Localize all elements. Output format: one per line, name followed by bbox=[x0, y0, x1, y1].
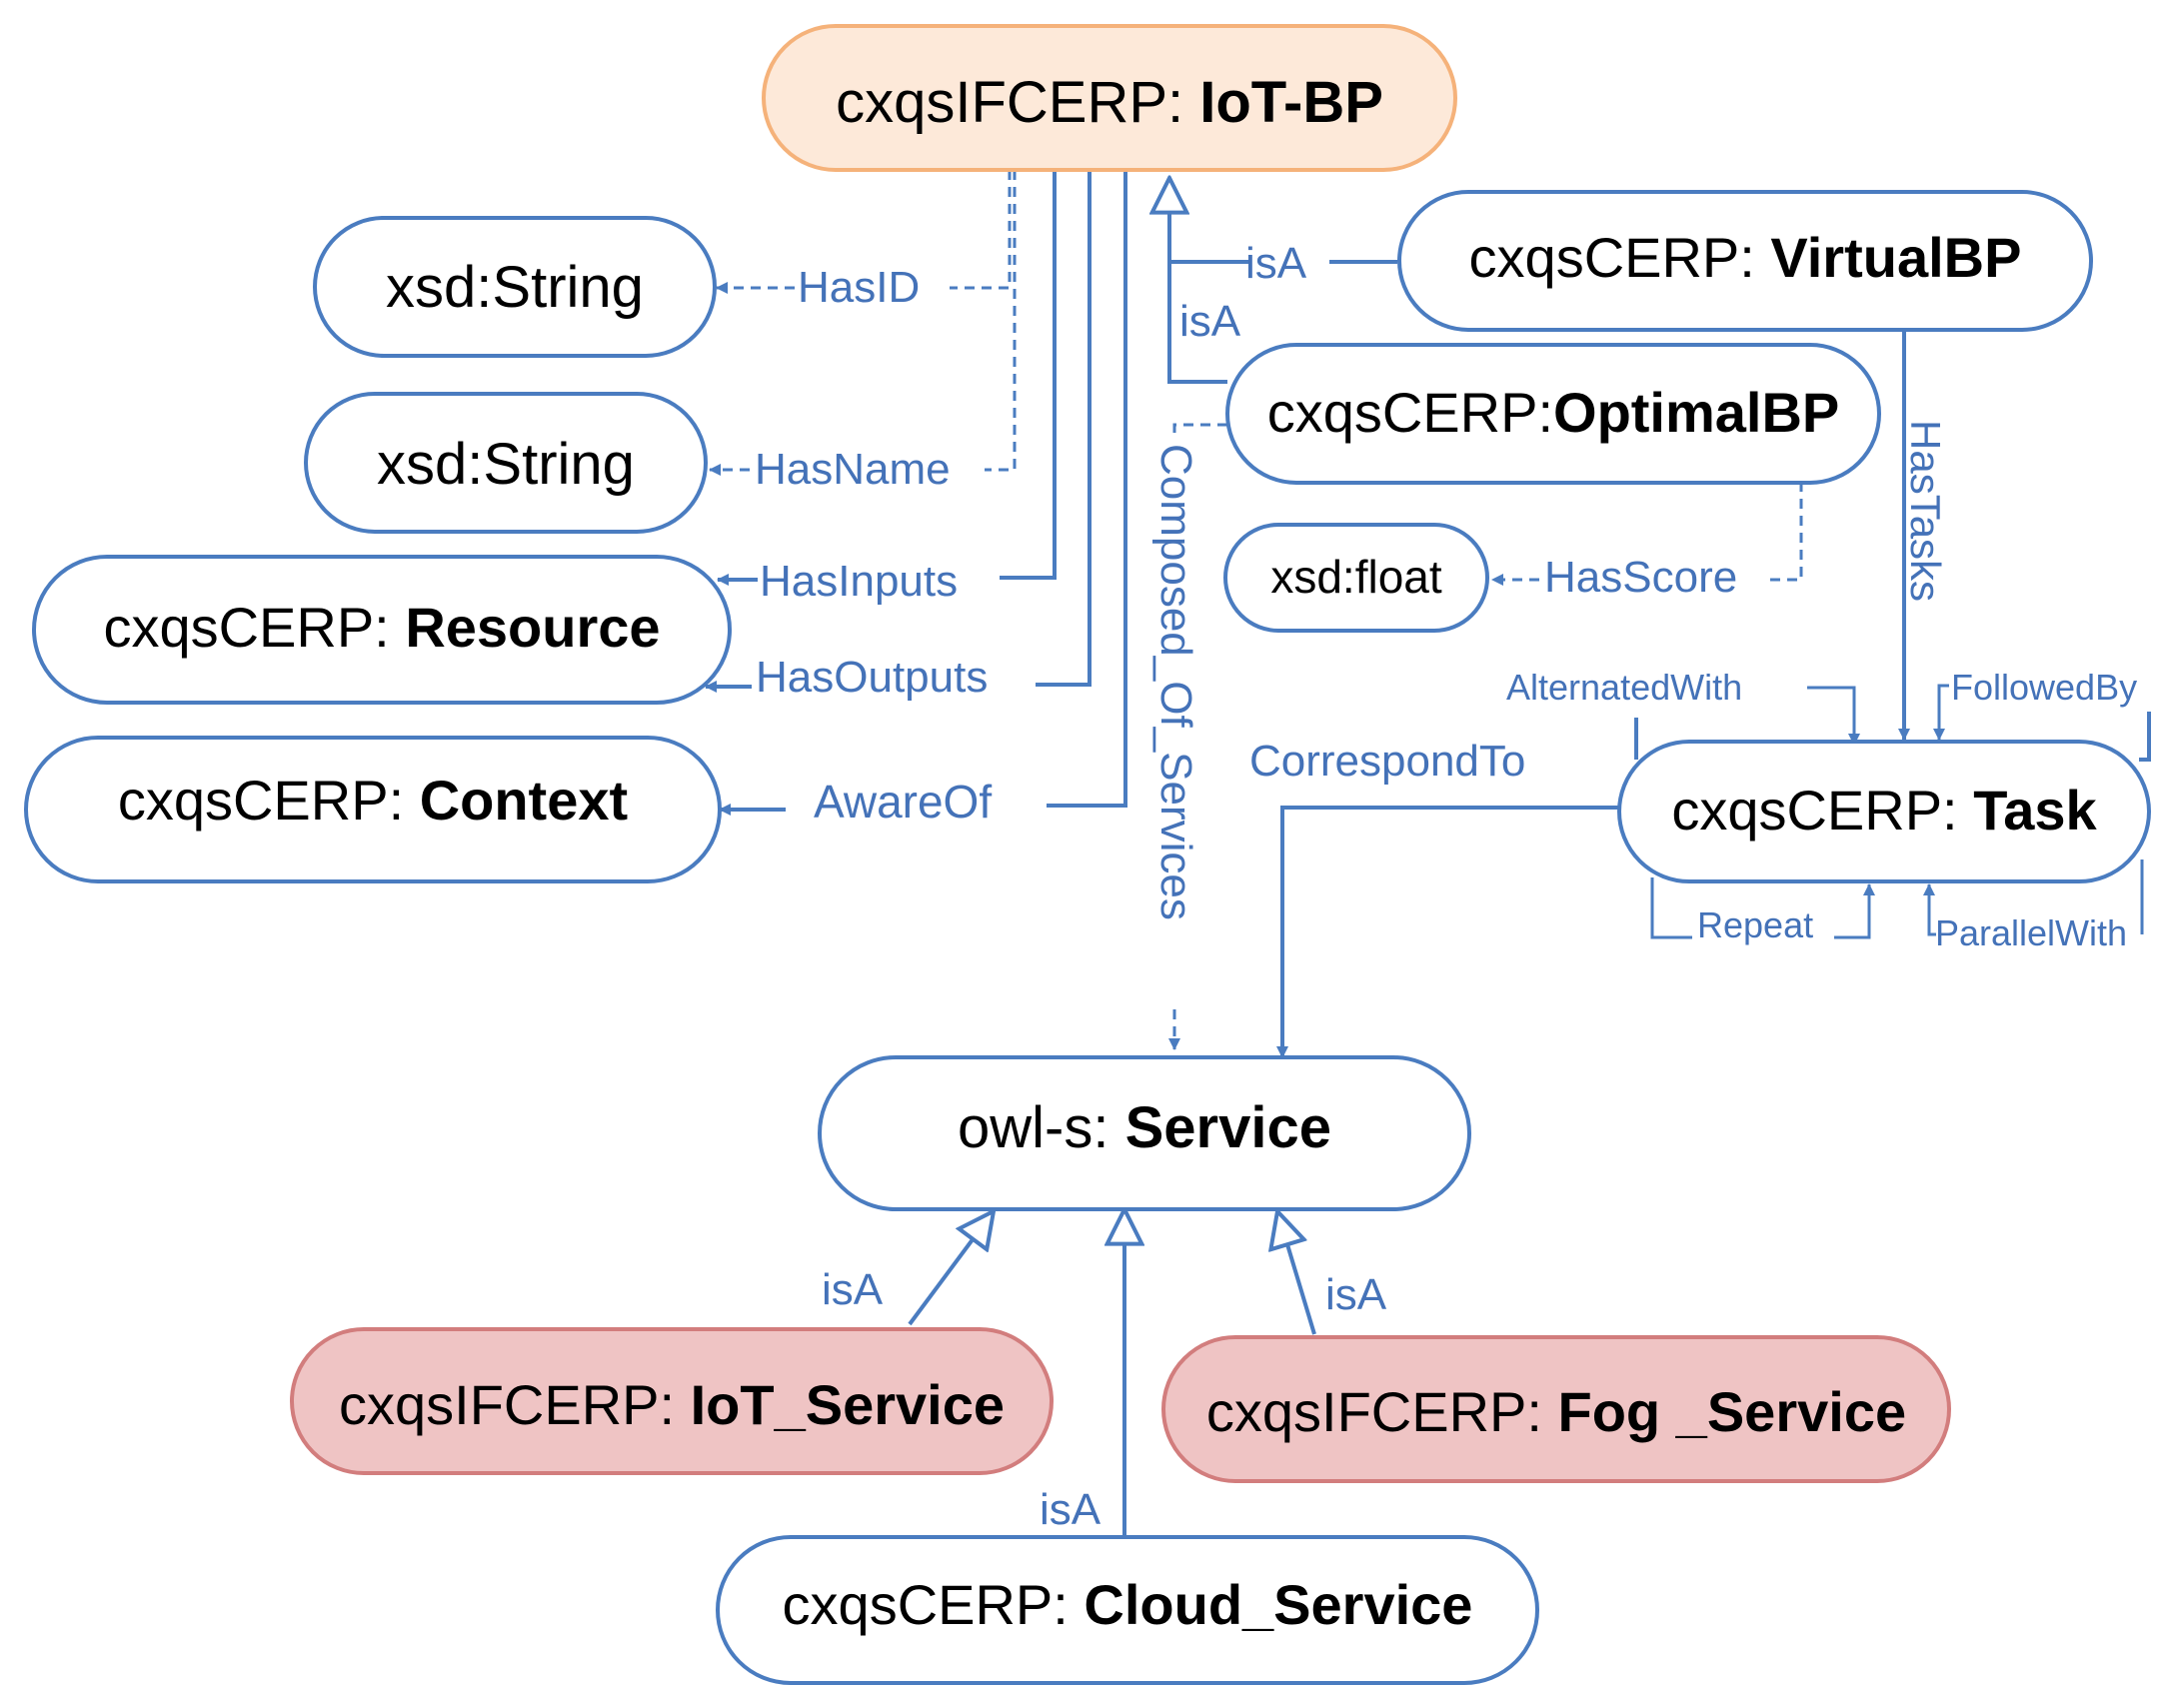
node-fog-service: cxqsIFCERP: Fog _Service bbox=[1161, 1335, 1951, 1483]
label-composed-of-services: Composed_Of_Services bbox=[1151, 444, 1200, 920]
node-task-prefix: cxqsCERP: bbox=[1671, 779, 1973, 842]
node-xsd-string-name-label: xsd:String bbox=[377, 432, 635, 497]
svg-text:cxqsCERP: Context: cxqsCERP: Context bbox=[118, 769, 628, 832]
node-xsd-float-label: xsd:float bbox=[1270, 551, 1442, 603]
edge-followed bbox=[2139, 712, 2151, 762]
edge-lines bbox=[705, 170, 2151, 1535]
label-has-tasks: HasTasks bbox=[1902, 420, 1949, 602]
node-optimal-bp-prefix: cxqsCERP: bbox=[1267, 381, 1553, 444]
node-xsd-string-id: xsd:String bbox=[313, 216, 717, 358]
edge-has-outputs bbox=[1036, 170, 1092, 687]
node-resource: cxqsCERP: Resource bbox=[32, 555, 732, 705]
node-service-name: Service bbox=[1125, 1095, 1331, 1160]
label-correspond-to: CorrespondTo bbox=[1249, 737, 1525, 786]
edge-repeat-b bbox=[1834, 883, 1875, 939]
edge-parallel-b bbox=[1923, 883, 1936, 936]
node-virtual-bp-prefix: cxqsCERP: bbox=[1469, 226, 1771, 289]
svg-text:owl-s: Service: owl-s: Service bbox=[958, 1095, 1331, 1160]
node-xsd-string-id-label: xsd:String bbox=[386, 255, 644, 320]
node-cloud-service: cxqsCERP: Cloud_Service bbox=[716, 1535, 1539, 1685]
node-task: cxqsCERP: Task bbox=[1617, 740, 2151, 883]
label-alternated-with: AlternatedWith bbox=[1506, 667, 1742, 708]
svg-text:cxqsCERP: Task: cxqsCERP: Task bbox=[1671, 779, 2097, 842]
node-iot-bp: cxqsIFCERP: IoT-BP bbox=[762, 24, 1457, 172]
label-aware-of: AwareOf bbox=[814, 776, 992, 828]
node-service: owl-s: Service bbox=[818, 1055, 1471, 1211]
edge-isa-fog bbox=[1277, 1211, 1316, 1335]
svg-text:cxqsCERP: Resource: cxqsCERP: Resource bbox=[103, 596, 660, 659]
svg-text:cxqsCERP: VirtualBP: cxqsCERP: VirtualBP bbox=[1469, 226, 2022, 289]
edge-isa-optimal bbox=[1169, 178, 1227, 384]
node-iot-bp-prefix: cxqsIFCERP: bbox=[836, 70, 1199, 135]
node-iot-service-prefix: cxqsIFCERP: bbox=[339, 1373, 691, 1436]
node-optimal-bp: cxqsCERP:OptimalBP bbox=[1225, 343, 1881, 485]
label-has-outputs: HasOutputs bbox=[756, 653, 988, 702]
node-task-name: Task bbox=[1973, 779, 2097, 842]
label-isa-virtual: isA bbox=[1245, 239, 1307, 288]
node-resource-prefix: cxqsCERP: bbox=[103, 596, 405, 659]
edge-repeat bbox=[1650, 877, 1692, 939]
node-virtual-bp-name: VirtualBP bbox=[1770, 226, 2021, 289]
node-service-prefix: owl-s: bbox=[958, 1095, 1125, 1160]
edge-alternated-b bbox=[1807, 686, 1860, 746]
edge-correspond-to bbox=[1276, 806, 1619, 1058]
edge-followed-b bbox=[1933, 684, 1949, 741]
node-context-name: Context bbox=[420, 769, 628, 832]
label-has-inputs: HasInputs bbox=[760, 557, 958, 606]
edge-has-name bbox=[985, 170, 1017, 472]
label-isa-optimal: isA bbox=[1179, 297, 1241, 346]
node-context: cxqsCERP: Context bbox=[24, 736, 722, 883]
edge-aware-of bbox=[1047, 170, 1127, 808]
node-fog-service-prefix: cxqsIFCERP: bbox=[1206, 1380, 1558, 1443]
label-repeat: Repeat bbox=[1697, 904, 1813, 945]
edge-composed bbox=[1172, 423, 1227, 440]
node-cloud-service-prefix: cxqsCERP: bbox=[783, 1573, 1085, 1636]
edge-has-score bbox=[1769, 482, 1803, 582]
edge-labels: HasID HasName HasInputs HasOutputs Aware… bbox=[755, 239, 2137, 1534]
edge-has-inputs bbox=[1000, 170, 1057, 580]
node-xsd-float: xsd:float bbox=[1223, 523, 1489, 633]
svg-text:cxqsIFCERP: IoT-BP: cxqsIFCERP: IoT-BP bbox=[836, 70, 1383, 135]
node-context-prefix: cxqsCERP: bbox=[118, 769, 420, 832]
nodes: cxqsIFCERP: IoT-BP cxqsCERP: VirtualBP c… bbox=[24, 24, 2151, 1685]
edge-has-id bbox=[950, 170, 1012, 290]
svg-text:cxqsCERP:OptimalBP: cxqsCERP:OptimalBP bbox=[1267, 381, 1840, 444]
node-iot-service: cxqsIFCERP: IoT_Service bbox=[290, 1327, 1054, 1475]
label-parallel-with: ParallelWith bbox=[1935, 912, 2127, 953]
label-has-score: HasScore bbox=[1544, 553, 1737, 602]
node-iot-bp-name: IoT-BP bbox=[1199, 70, 1383, 135]
node-xsd-string-name: xsd:String bbox=[304, 392, 708, 534]
label-isa-fog: isA bbox=[1325, 1270, 1387, 1319]
node-resource-name: Resource bbox=[405, 596, 660, 659]
node-optimal-bp-name: OptimalBP bbox=[1553, 381, 1839, 444]
label-followed-by: FollowedBy bbox=[1951, 667, 2137, 708]
svg-text:cxqsIFCERP: IoT_Service: cxqsIFCERP: IoT_Service bbox=[339, 1373, 1005, 1436]
node-iot-service-name: IoT_Service bbox=[691, 1373, 1005, 1436]
node-fog-service-name: Fog _Service bbox=[1558, 1380, 1907, 1443]
node-virtual-bp: cxqsCERP: VirtualBP bbox=[1397, 190, 2093, 332]
label-has-name: HasName bbox=[755, 445, 951, 494]
svg-text:cxqsIFCERP: Fog _Service: cxqsIFCERP: Fog _Service bbox=[1206, 1380, 1906, 1443]
node-cloud-service-name: Cloud_Service bbox=[1084, 1573, 1472, 1636]
svg-text:cxqsCERP: Cloud_Service: cxqsCERP: Cloud_Service bbox=[783, 1573, 1473, 1636]
label-has-id: HasID bbox=[798, 263, 920, 312]
label-isa-iot: isA bbox=[822, 1265, 884, 1314]
edge-isa-iot bbox=[908, 1211, 994, 1326]
label-isa-cloud: isA bbox=[1040, 1485, 1101, 1534]
